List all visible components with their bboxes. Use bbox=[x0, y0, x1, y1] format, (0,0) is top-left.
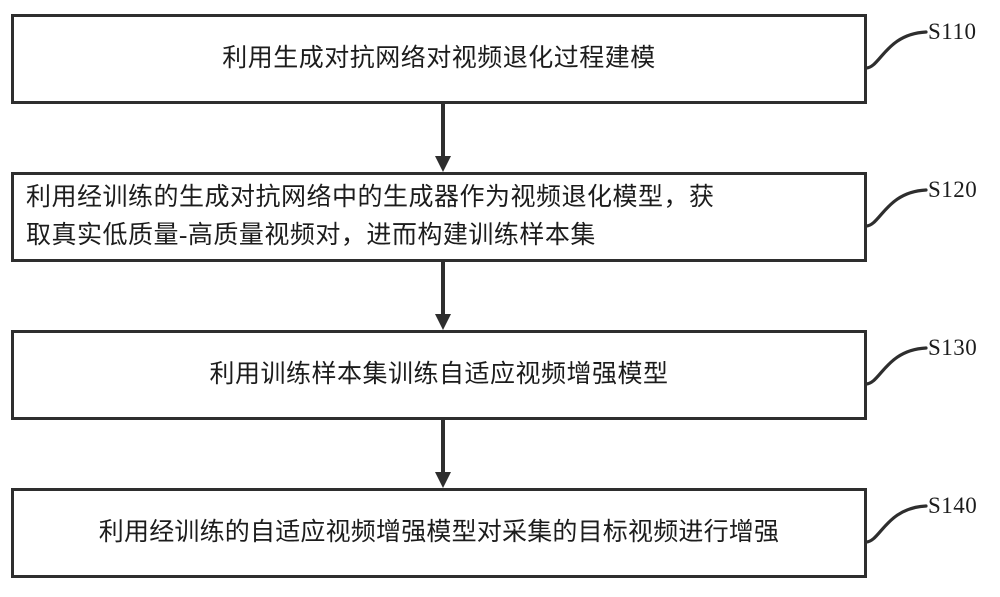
connector-arrowhead bbox=[435, 472, 451, 488]
connector-arrow-s110-s120 bbox=[435, 104, 451, 172]
flow-step-text-s140: 利用经训练的自适应视频增强模型对采集的目标视频进行增强 bbox=[98, 519, 780, 546]
leader-line-s110 bbox=[864, 30, 928, 70]
step-label-s110: S110 bbox=[928, 19, 977, 44]
flow-step-box-s140: 利用经训练的自适应视频增强模型对采集的目标视频进行增强 bbox=[11, 488, 867, 578]
connector-stem bbox=[441, 420, 445, 474]
connector-arrow-s130-s140 bbox=[435, 420, 451, 488]
flow-step-text-s130: 利用训练样本集训练自适应视频增强模型 bbox=[209, 361, 669, 388]
connector-arrowhead bbox=[435, 314, 451, 330]
leader-line-s130 bbox=[864, 346, 928, 386]
step-label-s120: S120 bbox=[928, 177, 978, 202]
flow-step-box-s120: 利用经训练的生成对抗网络中的生成器作为视频退化模型，获 取真实低质量-高质量视频… bbox=[11, 172, 867, 262]
connector-arrowhead bbox=[435, 156, 451, 172]
flow-step-box-s130: 利用训练样本集训练自适应视频增强模型 bbox=[11, 330, 867, 420]
step-label-s140: S140 bbox=[928, 493, 978, 518]
flow-step-text-s120: 利用经训练的生成对抗网络中的生成器作为视频退化模型，获 取真实低质量-高质量视频… bbox=[26, 184, 715, 249]
connector-arrow-s120-s130 bbox=[435, 262, 451, 330]
flow-step-box-s110: 利用生成对抗网络对视频退化过程建模 bbox=[11, 14, 867, 104]
leader-line-s120 bbox=[864, 188, 928, 228]
leader-line-s140 bbox=[864, 504, 928, 544]
flow-step-text-s110: 利用生成对抗网络对视频退化过程建模 bbox=[222, 45, 656, 72]
step-label-s130: S130 bbox=[928, 335, 978, 360]
connector-stem bbox=[441, 104, 445, 158]
connector-stem bbox=[441, 262, 445, 316]
